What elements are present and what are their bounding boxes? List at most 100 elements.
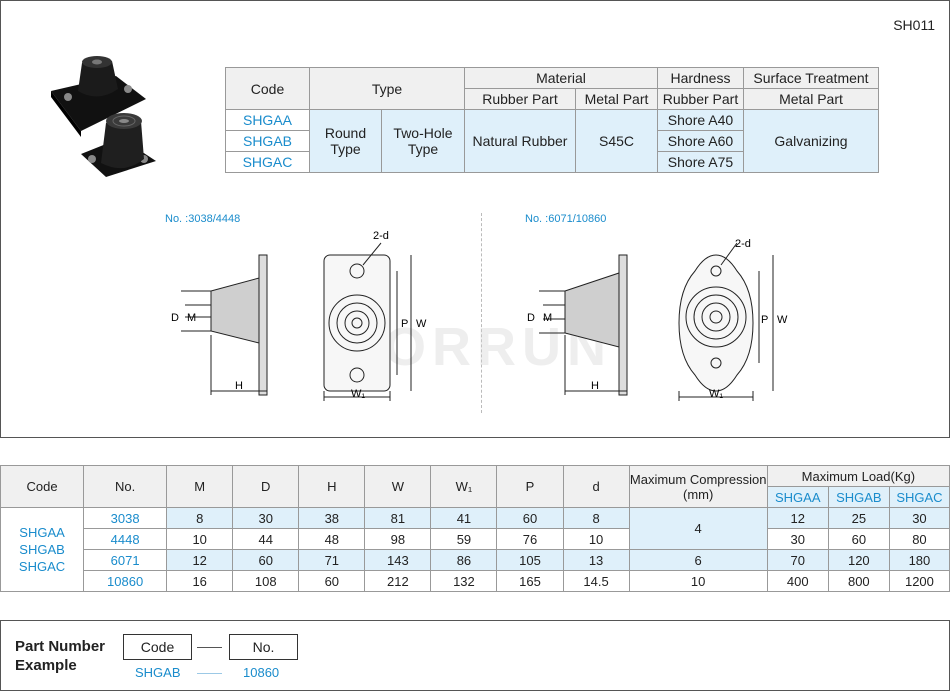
cell-h: 38 bbox=[298, 507, 366, 529]
dim-D-left: D bbox=[171, 312, 179, 324]
dims-header-no: No. bbox=[83, 465, 168, 508]
cell-load: 30 bbox=[888, 507, 950, 529]
table-row: 4448 10 44 48 98 59 76 10 30 60 80 bbox=[1, 528, 950, 550]
table-row: 6071 12 60 71 143 86 105 13 6 70 120 180 bbox=[1, 549, 950, 571]
table-row: 10860 16 108 60 212 132 165 14.5 10 400 … bbox=[1, 570, 950, 592]
spec-header-type: Type bbox=[309, 67, 465, 110]
spec-header-surface-metal: Metal Part bbox=[743, 88, 879, 110]
cell-load: 12 bbox=[766, 507, 829, 529]
dim-W1-left: W₁ bbox=[351, 388, 365, 400]
pn-code-box: Code bbox=[123, 634, 192, 660]
pn-no-box: No. bbox=[229, 634, 298, 660]
spec-header-code: Code bbox=[225, 67, 310, 110]
side-view-left bbox=[181, 254, 268, 396]
spec-hardness: Shore A75 bbox=[657, 151, 744, 173]
part-number-title-line2: Example bbox=[15, 657, 77, 674]
drawing-left: D M H 2-d P W W₁ bbox=[171, 230, 427, 401]
dim-2d-right: 2-d bbox=[735, 238, 751, 250]
dim-H-left: H bbox=[235, 380, 243, 392]
dims-header-p: P bbox=[496, 465, 564, 508]
dim-W1-right: W₁ bbox=[709, 388, 723, 400]
row-no: 3038 bbox=[83, 507, 168, 529]
cell-h: 60 bbox=[298, 570, 366, 592]
cell-load: 1200 bbox=[888, 570, 950, 592]
dim-W-right: W bbox=[777, 314, 788, 326]
cell-d: 8 bbox=[562, 507, 630, 529]
page-code: SH011 bbox=[893, 17, 935, 33]
drawing-label-left: No. :3038/4448 bbox=[165, 213, 241, 225]
spec-code: SHGAB bbox=[225, 130, 310, 152]
cell-w: 81 bbox=[364, 507, 432, 529]
pn-dash bbox=[197, 647, 222, 648]
dims-header-w: W bbox=[364, 465, 432, 508]
load-col-header: SHGAA bbox=[766, 486, 829, 508]
product-panel: SH011 Code Type Material Hardness bbox=[0, 0, 950, 438]
spec-code: SHGAC bbox=[225, 151, 310, 173]
cell-load: 25 bbox=[827, 507, 890, 529]
cell-comp: 10 bbox=[628, 570, 768, 592]
cell-load: 400 bbox=[766, 570, 829, 592]
cell-d: 13 bbox=[562, 549, 630, 571]
cell-p: 165 bbox=[496, 570, 564, 592]
cell-w: 212 bbox=[364, 570, 432, 592]
spec-hardness: Shore A60 bbox=[657, 130, 744, 152]
cell-comp: 4 bbox=[628, 507, 768, 550]
row-no: 4448 bbox=[83, 528, 168, 550]
spec-surface: Galvanizing bbox=[743, 109, 879, 173]
dims-header-max-load: Maximum Load(Kg) bbox=[766, 465, 950, 487]
cell-p: 76 bbox=[496, 528, 564, 550]
cell-d: 14.5 bbox=[562, 570, 630, 592]
cell-w1: 41 bbox=[430, 507, 498, 529]
dim-W-left: W bbox=[416, 318, 427, 330]
cell-m: 10 bbox=[166, 528, 234, 550]
drawing-right: D M H 2-d P W W₁ bbox=[527, 238, 788, 401]
cell-w1: 132 bbox=[430, 570, 498, 592]
mount-top bbox=[51, 56, 146, 137]
row-no: 6071 bbox=[83, 549, 168, 571]
dim-P-left: P bbox=[401, 318, 408, 330]
cell-h: 48 bbox=[298, 528, 366, 550]
cell-h: 71 bbox=[298, 549, 366, 571]
dim-M-left: M bbox=[187, 312, 196, 324]
spec-rubber: Natural Rubber bbox=[464, 109, 576, 173]
dims-header-w1: W₁ bbox=[430, 465, 498, 508]
cell-load: 800 bbox=[827, 570, 890, 592]
spec-type-round: Round Type bbox=[309, 109, 382, 173]
pn-code-value: SHGAB bbox=[135, 665, 181, 680]
dim-H-right: H bbox=[591, 380, 599, 392]
cell-load: 60 bbox=[827, 528, 890, 550]
spec-header-hardness-rubber: Rubber Part bbox=[657, 88, 744, 110]
cell-d: 10 bbox=[562, 528, 630, 550]
cell-load: 80 bbox=[888, 528, 950, 550]
part-number-example: Part Number Example Code No. SHGAB 10860 bbox=[0, 620, 950, 691]
mount-bottom bbox=[81, 113, 156, 177]
cell-m: 8 bbox=[166, 507, 234, 529]
spec-type-hole: Two-Hole Type bbox=[381, 109, 465, 173]
dims-header-h: H bbox=[298, 465, 366, 508]
dim-M-right: M bbox=[543, 312, 552, 324]
cell-w1: 86 bbox=[430, 549, 498, 571]
cell-D: 60 bbox=[232, 549, 300, 571]
dims-header-d: d bbox=[562, 465, 630, 508]
spec-header-rubber-part: Rubber Part bbox=[464, 88, 576, 110]
dimensions-table: Code No. M D H W W₁ P d Maximum Compress… bbox=[0, 465, 950, 592]
dim-2d-left: 2-d bbox=[373, 230, 389, 242]
cell-p: 60 bbox=[496, 507, 564, 529]
load-col-header: SHGAB bbox=[827, 486, 890, 508]
part-number-title: Part Number Example bbox=[15, 637, 105, 675]
cell-m: 12 bbox=[166, 549, 234, 571]
spec-hardness: Shore A40 bbox=[657, 109, 744, 131]
cell-w: 143 bbox=[364, 549, 432, 571]
cell-comp: 6 bbox=[628, 549, 768, 571]
cell-p: 105 bbox=[496, 549, 564, 571]
cell-D: 30 bbox=[232, 507, 300, 529]
dims-header-max-comp: Maximum Compression (mm) bbox=[628, 465, 768, 508]
dims-header-D: D bbox=[232, 465, 300, 508]
cell-w: 98 bbox=[364, 528, 432, 550]
table-row: SHGAA SHGAB SHGAC 3038 8 30 38 81 41 60 … bbox=[0, 507, 950, 592]
spec-table: Code Type Material Hardness Surface Trea… bbox=[225, 67, 879, 173]
row-no: 10860 bbox=[83, 570, 168, 592]
spec-header-material: Material bbox=[464, 67, 658, 89]
spec-header-hardness: Hardness bbox=[657, 67, 744, 89]
spec-metal: S45C bbox=[575, 109, 658, 173]
